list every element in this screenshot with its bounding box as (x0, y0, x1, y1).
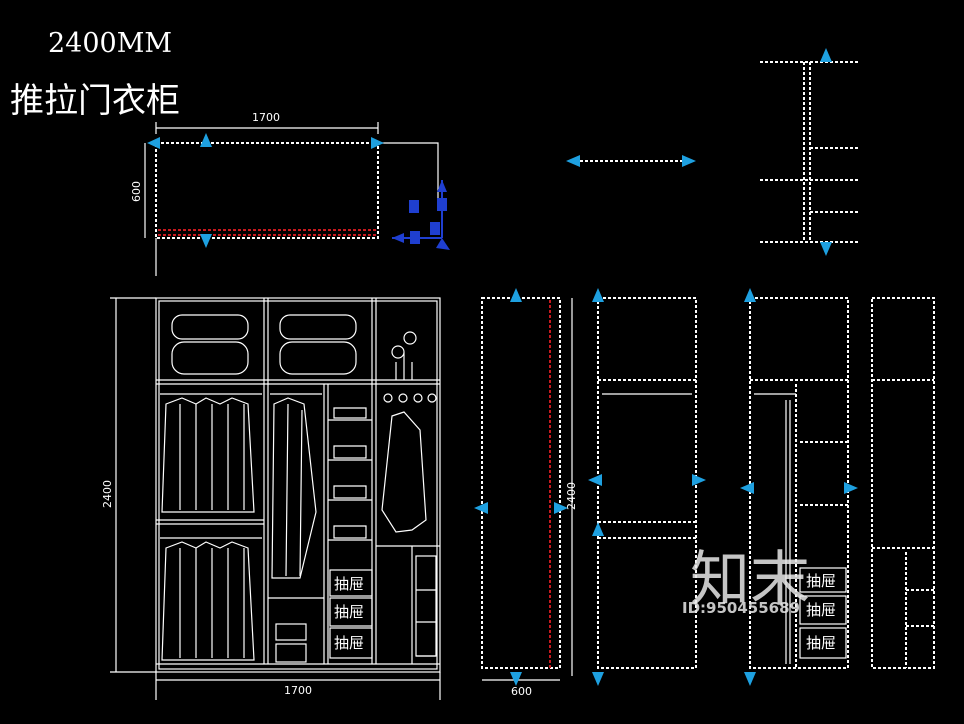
drawer[interactable] (329, 569, 373, 597)
drawer[interactable] (329, 597, 373, 627)
grip-arrow-icon[interactable] (200, 234, 212, 248)
selection-grip-icon[interactable] (430, 222, 440, 235)
grip-arrow-icon[interactable] (820, 48, 832, 62)
watermark-brand: 知末 (690, 545, 810, 615)
pillow-icon (171, 314, 249, 340)
ucs-arrow-icon (436, 238, 450, 250)
grip-arrow-icon[interactable] (510, 288, 522, 302)
watermark-id: ID:950455689 (682, 599, 800, 617)
ucs-arrow-icon (392, 233, 404, 243)
plan-width-label: 1700 (252, 111, 280, 124)
jacket-icon (381, 411, 427, 533)
side-depth-label: 600 (511, 685, 532, 698)
coat-detail (285, 403, 303, 577)
plan-depth-label: 600 (130, 181, 143, 202)
plant-icon (391, 331, 417, 380)
grip-arrow-icon[interactable] (744, 672, 756, 686)
carcass-inner (158, 300, 438, 670)
grip-arrow-icon[interactable] (588, 474, 602, 486)
grip-arrow-icon[interactable] (820, 242, 832, 256)
grip-arrow-icon[interactable] (592, 672, 604, 686)
grip-arrow-icon[interactable] (592, 288, 604, 302)
title-name: 推拉门衣柜 (10, 81, 180, 121)
panel-elevation-3[interactable] (871, 297, 935, 669)
side-height-label: 2400 (565, 482, 578, 510)
drawer-label: 抽屉 (334, 634, 364, 652)
front-width-label: 1700 (284, 684, 312, 697)
wardrobe-carcass[interactable] (155, 297, 441, 673)
grip-arrow-icon[interactable] (147, 137, 160, 149)
drawer[interactable] (799, 627, 847, 659)
front-height-label: 2400 (101, 480, 114, 508)
panel-elevation-2[interactable]: 抽屉 抽屉 抽屉 (740, 288, 858, 686)
title-size: 2400MM (48, 28, 172, 59)
side-outline[interactable] (481, 297, 561, 669)
pillow-icon (279, 314, 357, 340)
drawer[interactable] (329, 627, 373, 659)
grip-arrow-icon[interactable] (474, 502, 488, 514)
folded-clothes-icon (333, 407, 367, 539)
grip-arrow-icon[interactable] (554, 502, 568, 514)
panel-elevation-1[interactable] (588, 288, 706, 686)
coats-detail (179, 548, 245, 658)
shelf-section-detail[interactable] (760, 48, 858, 256)
grip-arrow-icon[interactable] (371, 137, 384, 149)
drawer[interactable] (799, 567, 847, 593)
grip-arrow-icon[interactable] (692, 474, 706, 486)
storage-box-icon (275, 643, 307, 663)
selection-grip-icon[interactable] (409, 200, 419, 213)
grip-arrow-icon[interactable] (682, 155, 696, 167)
panel-outline[interactable] (749, 297, 849, 669)
pillow-icon (279, 341, 357, 375)
drawer-label: 抽屉 (806, 572, 836, 590)
storage-box-icon (275, 623, 307, 641)
grip-arrow-icon[interactable] (566, 155, 580, 167)
panel-outline[interactable] (871, 297, 935, 669)
coats-icon (161, 397, 255, 513)
rail-detail[interactable] (566, 155, 696, 167)
right-shelf-unit (415, 555, 437, 657)
grip-arrow-icon[interactable] (510, 672, 522, 686)
grip-arrow-icon[interactable] (744, 288, 756, 302)
plan-outline[interactable] (155, 142, 379, 239)
front-elevation[interactable]: 2400 1700 (101, 297, 441, 700)
coats-detail (179, 404, 245, 510)
coat-icon (271, 397, 317, 579)
ucs-arrow-icon (437, 180, 447, 192)
coats-icon (161, 541, 255, 661)
plan-view[interactable]: 1700 600 (130, 111, 450, 276)
drawer-label: 抽屉 (806, 634, 836, 652)
grip-arrow-icon[interactable] (200, 133, 212, 147)
grip-arrow-icon[interactable] (740, 482, 754, 494)
hooks-icon (383, 393, 437, 403)
drawer-label: 抽屉 (806, 601, 836, 619)
plan-corner-line (378, 142, 439, 205)
side-section[interactable]: 2400 600 (474, 288, 578, 698)
pillow-icon (171, 341, 249, 375)
grip-arrow-icon[interactable] (592, 522, 604, 536)
drawer[interactable] (799, 595, 847, 625)
grip-arrow-icon[interactable] (844, 482, 858, 494)
drawer-label: 抽屉 (334, 575, 364, 593)
drawer-label: 抽屉 (334, 603, 364, 621)
